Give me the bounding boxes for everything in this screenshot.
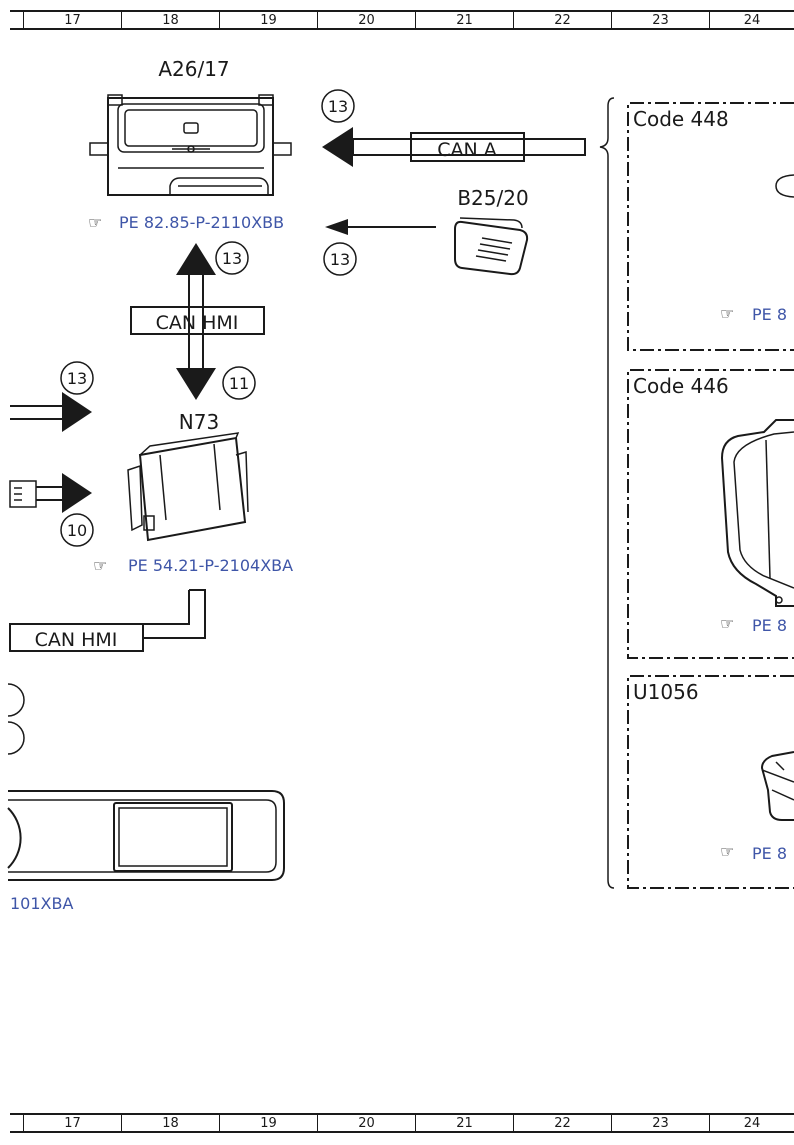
can-hmi-label: CAN HMI [156, 312, 239, 334]
u1056-title: U1056 [633, 680, 699, 704]
code-446-title: Code 446 [633, 374, 729, 398]
b25-20-label: B25/20 [457, 186, 528, 210]
ruler-cell: 23 [611, 1115, 709, 1131]
pointing-hand-icon: ☞ [93, 556, 107, 575]
callout-number: 13 [330, 250, 350, 269]
pointing-hand-icon: ☞ [720, 304, 734, 323]
code-448-box: Code 448 ☞ PE 8 [627, 102, 794, 351]
a26-17-reference[interactable]: ☞ PE 82.85-P-2110XBB [88, 213, 284, 232]
code-448-device-drawing [775, 174, 794, 198]
callout-circle [323, 242, 357, 276]
callout-circle [60, 513, 94, 547]
code-448-title: Code 448 [633, 107, 729, 131]
u1056-reference-text[interactable]: PE 8 [752, 844, 787, 863]
code-446-reference-text[interactable]: PE 8 [752, 616, 787, 635]
can-hmi-lower-connection: CAN HMI [9, 589, 206, 652]
n73-reference[interactable]: ☞ PE 54.21-P-2104XBA [93, 556, 293, 575]
ruler-cell: 19 [219, 12, 317, 28]
n73-label: N73 [179, 410, 219, 434]
pointing-hand-icon: ☞ [88, 213, 102, 232]
u1056-device-drawing [760, 751, 794, 821]
ruler-cell: 24 [709, 12, 794, 28]
ruler-cell: 19 [219, 1115, 317, 1131]
top-column-ruler: 17 18 19 20 21 22 23 24 [10, 10, 794, 30]
ruler-cell: 22 [513, 1115, 611, 1131]
u1056-box: U1056 ☞ PE 8 [627, 675, 794, 889]
code-446-device-drawing [720, 419, 794, 607]
a26-17-device-drawing [89, 94, 292, 196]
can-hmi-vertical-connection: CAN HMI 13 11 [130, 241, 265, 400]
pointing-hand-icon: ☞ [720, 842, 734, 861]
callout-circle [321, 89, 355, 123]
pointing-hand-icon: ☞ [720, 614, 734, 633]
display-reference-text[interactable]: 101XBA [10, 894, 73, 913]
callout-number: 10 [67, 521, 87, 540]
callout-number: 13 [328, 97, 348, 116]
ruler-cell: 24 [709, 1115, 794, 1131]
can-a-bus-box [410, 132, 525, 162]
callout-circle [222, 366, 256, 400]
callout-number: 11 [229, 374, 249, 393]
grouping-brace [599, 97, 615, 889]
connector-block [9, 480, 37, 508]
can-hmi-bottom-bus-box [9, 623, 144, 652]
can-hmi-bottom-label: CAN HMI [35, 629, 118, 651]
ruler-cell: 20 [317, 12, 415, 28]
partial-callout-circle [7, 721, 25, 755]
ruler-cell: 22 [513, 12, 611, 28]
ruler-cell: 17 [23, 1115, 121, 1131]
a26-17-reference-text[interactable]: PE 82.85-P-2110XBB [119, 213, 284, 232]
ruler-cell: 18 [121, 1115, 219, 1131]
callout-circle [60, 361, 94, 395]
ruler-cell: 23 [611, 12, 709, 28]
code-446-box: Code 446 ☞ PE 8 [627, 369, 794, 659]
ruler-cell: 17 [23, 12, 121, 28]
callout-number: 13 [222, 249, 242, 268]
a26-17-unit: A26/17 ☞ PE 82.85-P-2110XBB [88, 57, 292, 232]
can-a-arrowhead [322, 127, 353, 167]
ruler-cell: 18 [121, 12, 219, 28]
input-arrowhead [62, 392, 92, 432]
b25-20-arrowhead [325, 219, 348, 235]
b25-20-connection: 13 B25/20 [323, 186, 529, 276]
n73-reference-text[interactable]: PE 54.21-P-2104XBA [128, 556, 293, 575]
callout-circle [215, 241, 249, 275]
n73-unit: N73 ☞ PE 54.21-P-2104XBA [93, 410, 293, 575]
ruler-cell: 21 [415, 1115, 513, 1131]
partial-callout-circle [7, 683, 25, 717]
bottom-column-ruler: 17 18 19 20 21 22 23 24 [10, 1113, 794, 1133]
n73-device-drawing [127, 432, 249, 542]
left-input-connections: 13 10 [9, 361, 94, 547]
can-a-label: CAN A [437, 139, 497, 161]
b25-20-sensor-drawing [454, 217, 529, 276]
ruler-cell: 20 [317, 1115, 415, 1131]
callout-number: 13 [67, 369, 87, 388]
up-arrowhead [176, 243, 216, 275]
input-arrowhead [62, 473, 92, 513]
code-448-reference-text[interactable]: PE 8 [752, 305, 787, 324]
ruler-cell: 21 [415, 12, 513, 28]
can-a-connection: CAN A 13 [321, 89, 586, 167]
can-hmi-bus-box [130, 306, 265, 335]
down-arrowhead [176, 368, 216, 400]
a26-17-label: A26/17 [158, 57, 229, 81]
display-panel-drawing [7, 790, 285, 881]
